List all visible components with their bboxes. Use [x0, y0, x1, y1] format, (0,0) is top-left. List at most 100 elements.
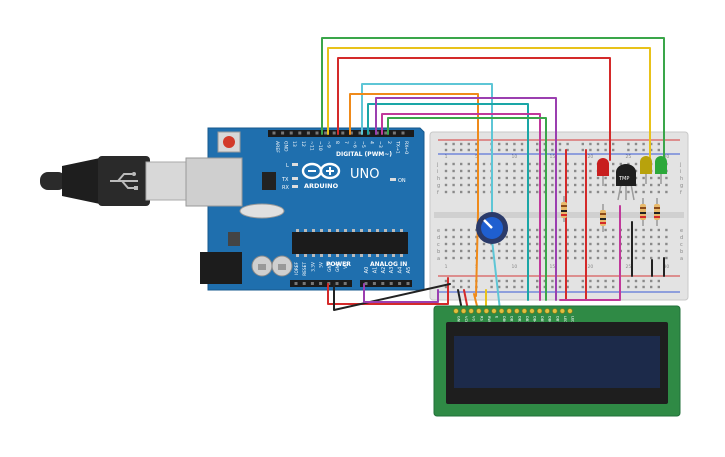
breadboard-hole[interactable] — [536, 228, 539, 232]
rail-hole[interactable] — [460, 148, 463, 152]
breadboard-hole[interactable] — [657, 256, 660, 260]
rail-hole[interactable] — [543, 279, 546, 283]
lcd-pin[interactable] — [476, 308, 482, 314]
rail-hole[interactable] — [581, 279, 584, 283]
rail-hole[interactable] — [444, 148, 448, 152]
breadboard-hole[interactable] — [452, 256, 455, 260]
rail-hole[interactable] — [490, 285, 493, 289]
breadboard-hole[interactable] — [619, 190, 622, 194]
breadboard-hole[interactable] — [551, 228, 554, 232]
rail-hole[interactable] — [650, 285, 653, 289]
breadboard-hole[interactable] — [551, 190, 554, 194]
breadboard-hole[interactable] — [528, 176, 531, 180]
rail-hole[interactable] — [612, 285, 615, 289]
breadboard-hole[interactable] — [665, 176, 668, 180]
power-pin-hole[interactable] — [294, 282, 298, 285]
digital-pin-hole[interactable] — [324, 131, 328, 135]
breadboard-hole[interactable] — [505, 162, 508, 166]
breadboard-hole[interactable] — [467, 249, 470, 253]
rail-hole[interactable] — [566, 285, 569, 289]
breadboard-hole[interactable] — [596, 228, 600, 232]
rail-hole[interactable] — [444, 142, 448, 146]
breadboard-hole[interactable] — [467, 176, 470, 180]
rail-hole[interactable] — [627, 142, 630, 146]
breadboard-hole[interactable] — [528, 256, 531, 260]
breadboard-hole[interactable] — [513, 235, 516, 239]
breadboard-hole[interactable] — [460, 235, 463, 239]
rail-hole[interactable] — [566, 142, 569, 146]
digital-pin-hole[interactable] — [392, 131, 396, 135]
breadboard-hole[interactable] — [566, 242, 569, 246]
breadboard-hole[interactable] — [498, 162, 501, 166]
rail-hole[interactable] — [513, 285, 516, 289]
breadboard-hole[interactable] — [520, 256, 524, 260]
breadboard-hole[interactable] — [627, 190, 630, 194]
breadboard-hole[interactable] — [566, 190, 569, 194]
lcd-pin[interactable] — [559, 308, 566, 314]
digital-pin-hole[interactable] — [384, 131, 388, 135]
breadboard-hole[interactable] — [589, 242, 592, 246]
breadboard-hole[interactable] — [520, 228, 524, 232]
breadboard-hole[interactable] — [528, 235, 531, 239]
breadboard-hole[interactable] — [596, 256, 600, 260]
breadboard-hole[interactable] — [589, 256, 592, 260]
breadboard-hole[interactable] — [665, 256, 668, 260]
breadboard-hole[interactable] — [452, 235, 455, 239]
breadboard-hole[interactable] — [513, 162, 516, 166]
breadboard-hole[interactable] — [505, 235, 508, 239]
breadboard-hole[interactable] — [543, 190, 546, 194]
digital-pin-hole[interactable] — [315, 131, 319, 135]
rail-hole[interactable] — [596, 148, 600, 152]
lcd-pin[interactable] — [529, 308, 535, 314]
breadboard-hole[interactable] — [581, 169, 584, 173]
breadboard-hole[interactable] — [612, 228, 615, 232]
breadboard-hole[interactable] — [444, 176, 448, 180]
breadboard-hole[interactable] — [612, 162, 615, 166]
breadboard-hole[interactable] — [460, 249, 463, 253]
breadboard-hole[interactable] — [642, 228, 645, 232]
breadboard-hole[interactable] — [452, 183, 455, 187]
breadboard-hole[interactable] — [444, 235, 448, 239]
breadboard-hole[interactable] — [551, 249, 554, 253]
rail-hole[interactable] — [498, 148, 501, 152]
rail-hole[interactable] — [475, 148, 478, 152]
breadboard-hole[interactable] — [589, 249, 592, 253]
rail-hole[interactable] — [581, 285, 584, 289]
breadboard-hole[interactable] — [581, 190, 584, 194]
breadboard-hole[interactable] — [596, 176, 600, 180]
breadboard-hole[interactable] — [467, 242, 470, 246]
rail-hole[interactable] — [589, 285, 592, 289]
breadboard-hole[interactable] — [665, 228, 668, 232]
breadboard-hole[interactable] — [452, 176, 455, 180]
power-pin-hole[interactable] — [343, 282, 347, 285]
breadboard-hole[interactable] — [574, 256, 577, 260]
lcd-pin[interactable] — [461, 308, 467, 314]
rail-hole[interactable] — [505, 148, 508, 152]
lcd-pin[interactable] — [567, 308, 573, 314]
digital-pin-hole[interactable] — [332, 131, 336, 135]
breadboard-hole[interactable] — [482, 256, 486, 260]
rail-hole[interactable] — [657, 285, 660, 289]
breadboard-hole[interactable] — [558, 169, 562, 173]
breadboard-hole[interactable] — [528, 169, 531, 173]
breadboard-hole[interactable] — [513, 242, 516, 246]
analog-pin-hole[interactable] — [381, 282, 385, 285]
rail-hole[interactable] — [520, 285, 524, 289]
rail-hole[interactable] — [596, 142, 600, 146]
breadboard-hole[interactable] — [558, 176, 562, 180]
breadboard-hole[interactable] — [581, 256, 584, 260]
breadboard-hole[interactable] — [551, 183, 554, 187]
breadboard-hole[interactable] — [596, 242, 600, 246]
breadboard-hole[interactable] — [558, 183, 562, 187]
breadboard-hole[interactable] — [566, 169, 569, 173]
rail-hole[interactable] — [596, 285, 600, 289]
breadboard-hole[interactable] — [604, 235, 607, 239]
power-pin-hole[interactable] — [302, 282, 306, 285]
breadboard-hole[interactable] — [482, 183, 486, 187]
rail-hole[interactable] — [498, 279, 501, 283]
breadboard-hole[interactable] — [566, 228, 569, 232]
breadboard-hole[interactable] — [520, 190, 524, 194]
breadboard-hole[interactable] — [574, 249, 577, 253]
rail-hole[interactable] — [627, 148, 630, 152]
breadboard-hole[interactable] — [551, 256, 554, 260]
